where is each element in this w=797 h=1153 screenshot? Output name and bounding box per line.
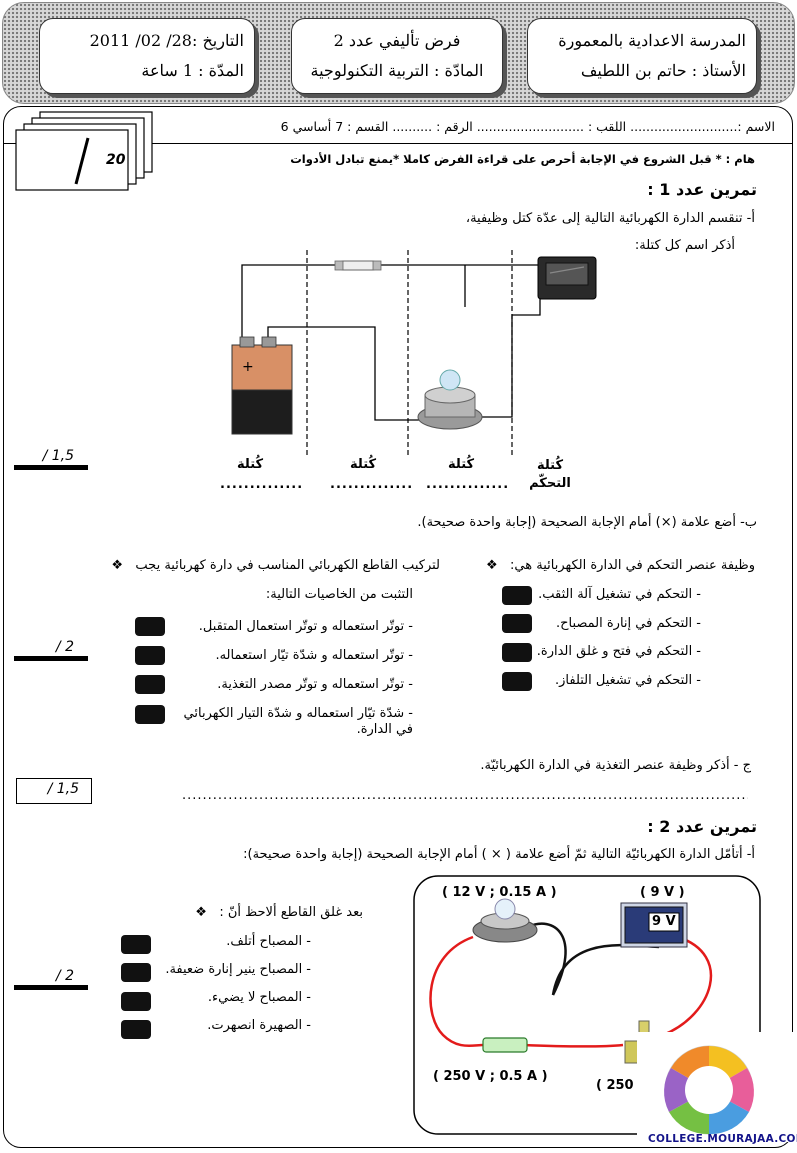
exam-frame xyxy=(3,106,793,1148)
q2-option-4-cont: في الدارة. xyxy=(356,722,413,737)
q2-checkbox-3[interactable] xyxy=(135,675,165,694)
score-box-1c: / 1,5 xyxy=(16,778,92,804)
q1-option-4: - التحكم في تشغيل التلفاز. xyxy=(555,673,701,688)
header-school-box: المدرسة الاعدادية بالمعمورة الأستاذ : حا… xyxy=(527,18,757,94)
exercise1-part-a: أ- تنقسم الدارة الكهربائية التالية إلى ع… xyxy=(465,211,755,226)
block-blank-3[interactable]: .............. xyxy=(426,477,510,492)
lamp-rating: ( 12 V ; 0.15 A ) xyxy=(442,885,557,900)
diamond-bullet-icon: ❖ xyxy=(111,558,132,573)
ex2-checkbox-3[interactable] xyxy=(121,992,151,1011)
student-info-line: الاسم :........................... اللقب… xyxy=(280,119,775,134)
total-score: 20 xyxy=(106,152,126,168)
q2-option-4: - شدّة تيّار استعماله و شدّة التيار الكه… xyxy=(183,706,413,721)
q2-option-3: - توتّر استعماله و توتّر مصدر التغذية. xyxy=(217,677,413,692)
header-date-box: التاريخ :28/ 02/ 2011 المدّة : 1 ساعة xyxy=(39,18,255,94)
q2-option-1: - توتّر استعماله و توتّر استعمال المتقبل… xyxy=(198,619,413,634)
circuit-diagram-1: + xyxy=(231,250,597,455)
score-2: / 2 xyxy=(55,968,74,984)
q1-option-3: - التحكم في فتح و غلق الدارة. xyxy=(536,644,701,659)
block-blank-1[interactable]: .............. xyxy=(220,477,304,492)
score-box-2: / 2 xyxy=(14,966,88,990)
ex2-option-1: - المصباح أتلف. xyxy=(226,934,311,949)
header-exam-box: فرض تأليفي عدد 2 المادّة : التربية التكن… xyxy=(291,18,503,94)
header-banner: التاريخ :28/ 02/ 2011 المدّة : 1 ساعة فر… xyxy=(2,2,795,104)
q2-label-2: التثبت من الخاصيات التالية: xyxy=(265,587,413,602)
ex2-question-label: بعد غلق القاطع ألاحظ أنّ : xyxy=(219,905,363,920)
block-label-1: كُتلة xyxy=(237,457,264,472)
switch-rating: ( 250 V xyxy=(596,1078,649,1093)
block-label-3: كُتلة xyxy=(448,457,475,472)
diamond-bullet-icon: ❖ xyxy=(485,558,506,573)
ex2-option-3: - المصباح لا يضيء. xyxy=(207,990,311,1005)
answer-line[interactable]: ........................................… xyxy=(182,788,748,803)
ex2-checkbox-1[interactable] xyxy=(121,935,151,954)
q1-checkbox-1[interactable] xyxy=(502,586,532,605)
q1-label: وظيفة عنصر التحكم في الدارة الكهربائية ه… xyxy=(510,558,755,573)
block-label-control: كُتلة التحكّم xyxy=(529,458,571,491)
header-duration: المدّة : 1 ساعة xyxy=(141,61,244,80)
q2-option-2: - توتّر استعماله و شدّة تيّار استعماله. xyxy=(215,648,413,663)
ex2-option-2: - المصباح ينير إنارة ضعيفة. xyxy=(165,962,311,977)
block-label-2: كُتلة xyxy=(350,457,377,472)
diamond-bullet-icon: ❖ xyxy=(195,905,216,920)
header-exam-title: فرض تأليفي عدد 2 xyxy=(333,31,461,50)
notice: هام : * قبل الشروع في الإجابة أحرص على ق… xyxy=(290,152,755,166)
q2-label: لتركيب القاطع الكهربائي المناسب في دارة … xyxy=(135,558,440,573)
score-box-1a: / 1,5 xyxy=(14,446,88,470)
ex2-question: بعد غلق القاطع ألاحظ أنّ : ❖ xyxy=(195,905,363,920)
q2-checkbox-2[interactable] xyxy=(135,646,165,665)
q1-checkbox-4[interactable] xyxy=(502,672,532,691)
q1-option-2: - التحكم في إنارة المصباح. xyxy=(555,616,701,631)
watermark-url: COLLEGE.MOURAJAA.COM xyxy=(648,1133,797,1145)
fuse-rating: ( 250 V ; 0.5 A ) xyxy=(433,1069,548,1084)
score-1b: / 2 xyxy=(55,639,74,655)
svg-text:+: + xyxy=(242,359,254,375)
site-logo xyxy=(637,1032,795,1142)
score-1c: / 1,5 xyxy=(47,781,79,797)
exercise1-part-b: ب- أضع علامة (×) أمام الإجابة الصحيحة (إ… xyxy=(417,515,757,530)
exercise2-part-a: أ- أتأمّل الدارة الكهربائيّة التالية ثمّ… xyxy=(243,847,755,862)
header-school: المدرسة الاعدادية بالمعمورة xyxy=(558,31,746,50)
exercise1-part-c: ج - أذكر وظيفة عنصر التغذية في الدارة ال… xyxy=(480,758,751,773)
total-score-badge xyxy=(15,111,153,191)
header-subject: المادّة : التربية التكنولوجية xyxy=(310,61,484,80)
exercise2-title: تمرين عدد 2 : xyxy=(647,817,757,836)
exercise1-title: تمرين عدد 1 : xyxy=(647,180,757,199)
info-divider xyxy=(3,143,793,144)
score-1a: / 1,5 xyxy=(42,448,74,464)
q1-checkbox-3[interactable] xyxy=(502,643,532,662)
score-box-1b: / 2 xyxy=(14,637,88,661)
q1-text: وظيفة عنصر التحكم في الدارة الكهربائية ه… xyxy=(486,558,755,573)
source-rating: ( 9 V ) xyxy=(640,885,685,900)
block-blank-2[interactable]: .............. xyxy=(330,477,414,492)
ex2-checkbox-2[interactable] xyxy=(121,963,151,982)
header-teacher: الأستاذ : حاتم بن اللطيف xyxy=(580,61,746,80)
q1-checkbox-2[interactable] xyxy=(502,614,532,633)
header-date: التاريخ :28/ 02/ 2011 xyxy=(89,31,244,50)
q2-text: لتركيب القاطع الكهربائي المناسب في دارة … xyxy=(111,558,440,573)
ex2-checkbox-4[interactable] xyxy=(121,1020,151,1039)
q2-checkbox-4[interactable] xyxy=(135,705,165,724)
q2-checkbox-1[interactable] xyxy=(135,617,165,636)
ex2-option-4: - الصهيرة انصهرت. xyxy=(207,1018,311,1033)
q1-option-1: - التحكم في تشغيل آلة الثقب. xyxy=(538,587,701,602)
source-display: 9 V xyxy=(652,914,676,929)
exercise1-part-a-question: أذكر اسم كل كتلة: xyxy=(634,238,735,253)
